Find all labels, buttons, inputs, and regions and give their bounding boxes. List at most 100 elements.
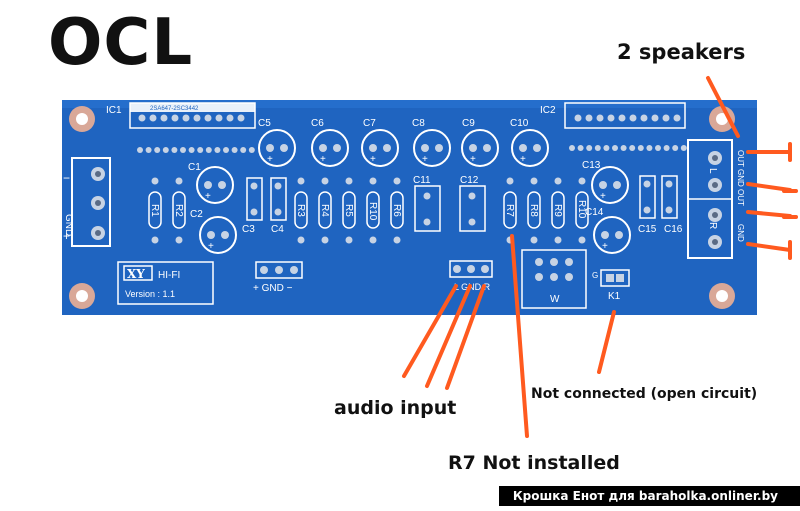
pad (280, 144, 288, 152)
ic2-footprint (564, 102, 686, 129)
resistor-outline (342, 191, 356, 229)
k1-label: K1 (608, 291, 621, 302)
res-label-r3: R3 (295, 204, 306, 217)
pad (188, 147, 195, 153)
film-capacitors (246, 175, 678, 232)
speaker-output-terminal (687, 139, 733, 259)
pad (574, 114, 582, 122)
resistor-outline (366, 191, 380, 229)
pad (435, 144, 443, 152)
pad (421, 144, 429, 152)
pad (214, 147, 221, 153)
speakers-annotation: 2 speakers (617, 40, 746, 64)
pad (231, 147, 238, 153)
w-potentiometer-footprint (521, 249, 587, 309)
pad (663, 145, 670, 151)
logo-xy: XY (127, 267, 145, 281)
pad (175, 236, 183, 244)
res-label-r9: R9 (552, 204, 563, 217)
pad (662, 114, 670, 122)
pad (506, 177, 514, 185)
pad (585, 114, 593, 122)
polarity-plus: + (267, 154, 273, 165)
resistor-outline (148, 191, 162, 229)
pad (594, 145, 601, 151)
w-label: W (550, 294, 560, 305)
polarity-plus: + (520, 154, 526, 165)
pad (673, 114, 681, 122)
watermark: Крошка Енот для baraholka.onliner.by (498, 486, 800, 506)
capacitor-outline (591, 166, 629, 204)
pad (345, 236, 353, 244)
cap-label-c15: C15 (638, 224, 657, 235)
cap-label-c4: C4 (271, 224, 284, 235)
pad (319, 144, 327, 152)
polarity-marks (782, 142, 798, 260)
pad (586, 145, 593, 151)
pad (599, 181, 607, 189)
cap-label-c10: C10 (510, 118, 529, 129)
pad (643, 206, 651, 214)
capacitor-outline (199, 216, 237, 254)
pad (223, 147, 229, 153)
pad (596, 114, 604, 122)
pad (469, 144, 477, 152)
pad (483, 144, 491, 152)
polarity-plus: + (320, 154, 326, 165)
cap-label-c7: C7 (363, 118, 376, 129)
audio-input-annotation: audio input (334, 397, 457, 419)
res-label-r4: R4 (319, 204, 330, 217)
pad (615, 231, 623, 239)
out-label-r: R (707, 222, 718, 229)
cap-label-c5: C5 (258, 118, 271, 129)
pad (274, 182, 282, 190)
resistor-outline (172, 191, 186, 229)
pad (175, 177, 183, 185)
cap-label-c13: C13 (582, 160, 601, 171)
pad (151, 236, 159, 244)
polarity-plus: + (205, 191, 211, 202)
power-pin-header (255, 261, 303, 279)
res-label-r8: R8 (528, 204, 539, 217)
res-label-r5: R5 (343, 204, 354, 217)
res-label-r2: R2 (173, 204, 184, 217)
pad (612, 145, 618, 151)
pad (613, 181, 621, 189)
pad (655, 145, 661, 151)
cap-label-c2: C2 (190, 209, 203, 220)
pad (554, 236, 562, 244)
pad (468, 192, 476, 200)
power-pin-label: + GND − (253, 283, 293, 294)
pad (578, 177, 586, 185)
pad (665, 180, 673, 188)
pad (154, 147, 161, 153)
pad (530, 177, 538, 185)
pad (137, 147, 143, 153)
pad (393, 177, 401, 185)
pad (297, 177, 305, 185)
pad (601, 231, 609, 239)
audio-wire-r (445, 284, 486, 390)
pad (250, 208, 258, 216)
pad (149, 114, 157, 122)
pad (629, 145, 636, 151)
pad (321, 236, 329, 244)
pad (577, 145, 584, 151)
out-wire-2 (746, 182, 792, 192)
pad (333, 144, 341, 152)
cap-label-c8: C8 (412, 118, 425, 129)
polarity-plus: + (370, 154, 376, 165)
gnd-left-label: GND (63, 214, 74, 236)
cap-label-c1: C1 (188, 162, 201, 173)
capacitor-outline (511, 129, 549, 167)
audio-input-pin-label: L GND R (454, 282, 491, 292)
pad (345, 177, 353, 185)
pad (643, 180, 651, 188)
pad (162, 147, 169, 153)
logo-version: Version : 1.1 (125, 289, 175, 299)
pad (193, 114, 201, 122)
pad (369, 177, 377, 185)
minus-label: − (63, 171, 70, 185)
cap-label-c6: C6 (311, 118, 324, 129)
cap-label-c3: C3 (242, 224, 255, 235)
